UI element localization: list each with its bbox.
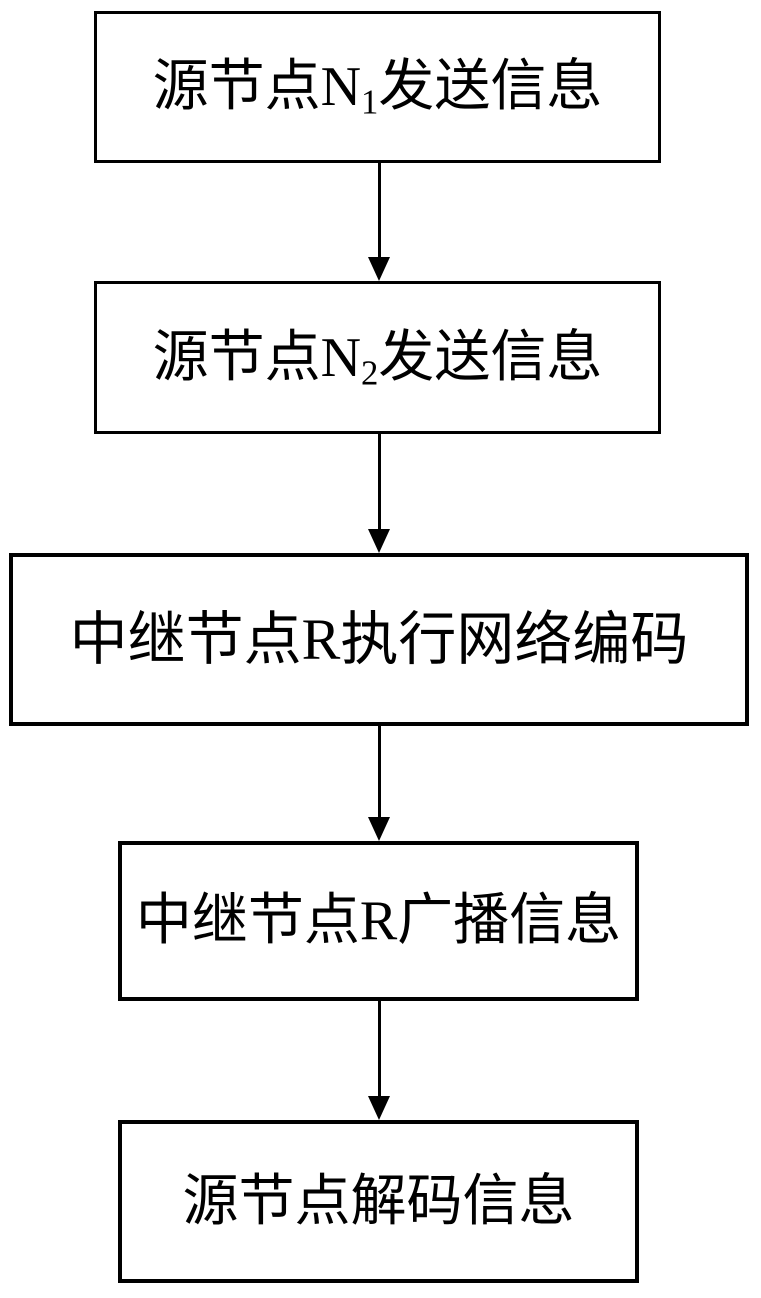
arrowhead-down-icon [368, 1096, 390, 1120]
label-subscript: 1 [361, 82, 379, 122]
label-post: 发送信息 [378, 56, 603, 118]
connector-arrow-3 [368, 726, 390, 841]
flow-step-label: 源节点N1发送信息 [152, 56, 603, 120]
flow-step-label: 源节点解码信息 [183, 1174, 575, 1230]
flow-step-relay-broadcast: 中继节点R广播信息 [118, 841, 639, 1001]
label-pre: 中继节点R广播信息 [135, 890, 622, 952]
arrowhead-down-icon [368, 257, 390, 281]
label-post: 发送信息 [378, 326, 603, 389]
connector-arrow-2 [368, 434, 390, 553]
connector-arrow-4 [368, 1001, 390, 1120]
label-subscript: 2 [361, 353, 379, 393]
arrow-shaft [377, 162, 381, 257]
label-pre: 源节点N [152, 56, 362, 118]
label-pre: 中继节点R执行网络编码 [69, 606, 689, 672]
arrowhead-down-icon [368, 817, 390, 841]
label-pre: 源节点N [152, 326, 362, 389]
flow-step-source-n2-send: 源节点N2发送信息 [94, 281, 661, 434]
flow-step-source-n1-send: 源节点N1发送信息 [94, 11, 661, 163]
label-pre: 源节点解码信息 [182, 1170, 575, 1233]
arrow-shaft [377, 1001, 381, 1096]
arrow-shaft [377, 434, 381, 529]
flow-step-label: 中继节点R广播信息 [136, 893, 621, 949]
arrowhead-down-icon [368, 529, 390, 553]
flow-step-relay-network-coding: 中继节点R执行网络编码 [9, 553, 749, 726]
flow-step-label: 中继节点R执行网络编码 [70, 610, 689, 669]
connector-arrow-1 [368, 162, 390, 281]
flow-step-source-decode: 源节点解码信息 [118, 1120, 639, 1283]
flow-step-label: 源节点N2发送信息 [152, 326, 603, 391]
arrow-shaft [377, 726, 381, 817]
